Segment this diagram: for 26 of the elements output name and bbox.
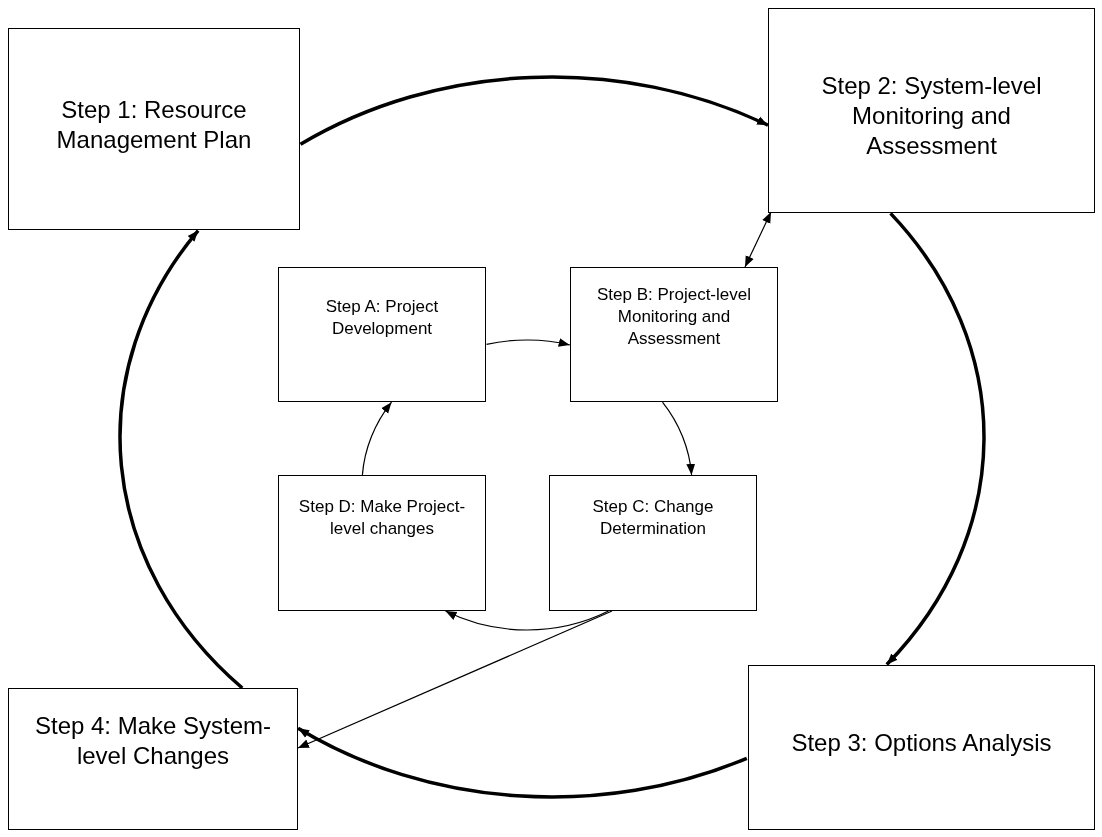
arrow [661,401,695,476]
step-label: Step D: Make Project-level changes [297,496,467,540]
arrow [297,726,748,799]
arrow [885,212,986,666]
arrow [361,401,393,476]
step-box [278,267,486,402]
step-label: Step C: Change Determination [591,496,715,540]
step-label: Step A: Project Development [324,296,440,340]
step-box [748,665,1095,830]
step-box [768,8,1095,213]
step-box [278,475,486,611]
step-label: Step 4: Make System-level Changes [33,711,273,771]
arrow [444,610,610,631]
arrow [297,610,613,749]
step-box [8,688,298,830]
step-box [549,475,757,611]
step-label: Step B: Project-level Monitoring and Assessment [596,284,752,350]
step-box [570,267,778,402]
step-label: Step 2: System-level Monitoring and Assessment [820,71,1043,161]
arrow [744,211,772,268]
step-label: Step 1: Resource Management Plan [55,95,253,155]
step-label: Step 3: Options Analysis [791,728,1052,758]
arrow [299,75,769,146]
arrow [485,338,571,348]
step-box [8,28,300,230]
arrow [118,229,244,690]
